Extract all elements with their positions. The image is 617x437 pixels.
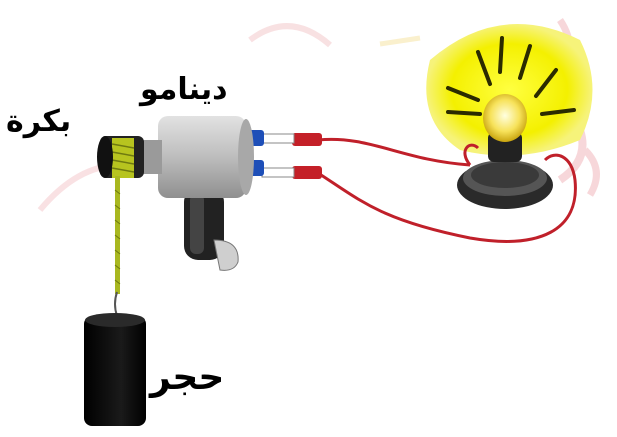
dynamo-handle [184, 188, 238, 270]
dynamo [138, 116, 254, 198]
wire-top [318, 139, 470, 165]
pulley [97, 136, 144, 178]
bulb [483, 94, 527, 142]
stone [84, 313, 146, 426]
dynamo-body [158, 116, 246, 198]
dynamo-label: دينامو [140, 72, 228, 107]
connectors [244, 130, 322, 179]
hook [115, 292, 117, 316]
pulley-label: بكرة [6, 104, 71, 139]
stone-label: حجر [150, 357, 224, 398]
rope [115, 176, 120, 316]
